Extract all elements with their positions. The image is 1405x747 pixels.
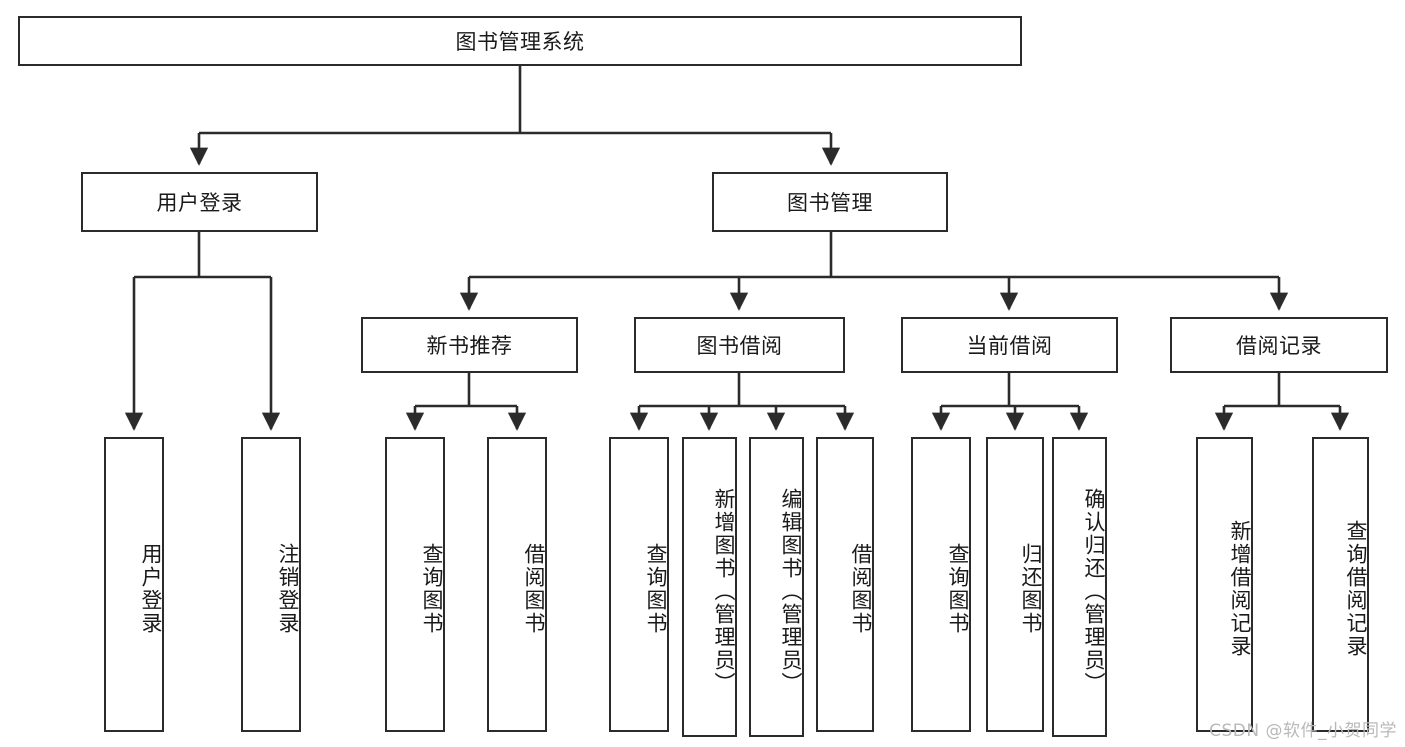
node-leaf-7[interactable]: 借阅图书 — [816, 437, 874, 732]
node-level3-3[interactable]: 借阅记录 — [1170, 317, 1388, 373]
node-level3-2[interactable]: 当前借阅 — [901, 317, 1118, 373]
node-leaf-9[interactable]: 归还图书 — [986, 437, 1044, 732]
node-leaf-5[interactable]: 新增图书（管理员） — [682, 437, 737, 737]
node-root[interactable]: 图书管理系统 — [18, 16, 1022, 66]
node-leaf-3[interactable]: 借阅图书 — [487, 437, 547, 732]
node-leaf-0[interactable]: 用户登录 — [104, 437, 164, 732]
node-leaf-11[interactable]: 新增借阅记录 — [1196, 437, 1253, 732]
node-leaf-6[interactable]: 编辑图书（管理员） — [749, 437, 804, 737]
node-leaf-10[interactable]: 确认归还（管理员） — [1052, 437, 1107, 737]
node-leaf-1[interactable]: 注销登录 — [241, 437, 301, 732]
node-level3-1[interactable]: 图书借阅 — [634, 317, 845, 373]
node-leaf-8[interactable]: 查询图书 — [911, 437, 971, 732]
watermark-text: CSDN @软件_小贺同学 — [1209, 721, 1397, 741]
node-level3-0[interactable]: 新书推荐 — [361, 317, 578, 373]
node-leaf-2[interactable]: 查询图书 — [385, 437, 445, 732]
node-leaf-12[interactable]: 查询借阅记录 — [1312, 437, 1369, 732]
node-level2-0[interactable]: 用户登录 — [81, 172, 318, 232]
node-leaf-4[interactable]: 查询图书 — [609, 437, 669, 732]
node-level2-1[interactable]: 图书管理 — [712, 172, 948, 232]
